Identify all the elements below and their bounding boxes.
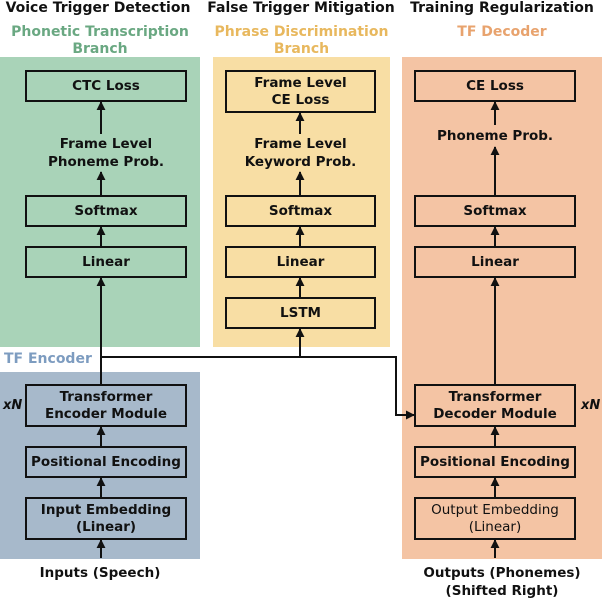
keyword-prob-label: Frame Level Keyword Prob.: [225, 135, 376, 171]
lstm-box: LSTM: [225, 297, 376, 329]
outputs-line1: Outputs (Phonemes): [423, 565, 581, 581]
ce-loss-box: CE Loss: [414, 70, 576, 102]
lstm-text: LSTM: [280, 304, 321, 321]
left-phoneme-prob-label: Frame Level Phoneme Prob.: [25, 135, 187, 171]
phonetic-branch-label: Phonetic Transcription Branch: [0, 24, 200, 58]
arrow-encoder-to-lstm: [101, 328, 305, 358]
encoder-repeat-label: xN: [3, 398, 23, 413]
ctc-loss-text: CTC Loss: [72, 77, 140, 94]
mid-softmax-box: Softmax: [225, 195, 376, 227]
phrase-branch-label-line2: Branch: [273, 41, 330, 57]
encoder-line1: Transformer: [59, 388, 153, 405]
outputs-line2: (Shifted Right): [445, 583, 559, 599]
in-emb-line1: Input Embedding: [40, 501, 172, 518]
left-linear-box: Linear: [25, 246, 187, 278]
frame-ce-loss-box: Frame Level CE Loss: [225, 70, 376, 113]
left-linear-text: Linear: [82, 253, 130, 270]
mid-softmax-text: Softmax: [268, 202, 333, 219]
right-linear-box: Linear: [414, 246, 576, 278]
keyword-prob-line2: Keyword Prob.: [244, 154, 357, 170]
decoder-line2: Decoder Module: [433, 405, 557, 422]
phrase-branch-label: Phrase Discrimination Branch: [200, 24, 403, 58]
right-phoneme-prob-label: Phoneme Prob.: [436, 128, 554, 144]
heading-training-reg: Training Regularization: [410, 0, 594, 16]
decoder-line1: Transformer: [448, 388, 542, 405]
encoder-line2: Encoder Module: [44, 405, 168, 422]
frame-ce-loss-line1: Frame Level: [254, 74, 347, 91]
phonetic-branch-label-line1: Phonetic Transcription: [11, 24, 189, 40]
out-emb-line2: (Linear): [468, 518, 522, 535]
left-softmax-text: Softmax: [74, 202, 138, 219]
keyword-prob-line1: Frame Level: [254, 136, 347, 152]
output-embedding-box: Output Embedding (Linear): [414, 497, 576, 540]
in-emb-line2: (Linear): [75, 518, 137, 535]
left-pos-enc-box: Positional Encoding: [25, 446, 187, 478]
left-prob-line1: Frame Level: [59, 136, 153, 152]
mid-linear-text: Linear: [276, 253, 325, 270]
right-softmax-text: Softmax: [463, 202, 527, 219]
mid-linear-box: Linear: [225, 246, 376, 278]
inputs-label: Inputs (Speech): [39, 565, 161, 581]
right-pos-enc-box: Positional Encoding: [414, 446, 576, 478]
decoder-repeat-label: xN: [581, 398, 601, 413]
left-pos-enc-text: Positional Encoding: [31, 453, 181, 470]
ctc-loss-box: CTC Loss: [25, 70, 187, 102]
tf-decoder-label: TF Decoder: [457, 24, 547, 40]
out-emb-line1: Output Embedding: [431, 501, 559, 518]
right-linear-text: Linear: [471, 253, 519, 270]
phrase-branch-label-line1: Phrase Discrimination: [214, 24, 389, 40]
left-softmax-box: Softmax: [25, 195, 187, 227]
heading-false-trigger: False Trigger Mitigation: [207, 0, 395, 16]
encoder-module-box: Transformer Encoder Module: [25, 384, 187, 427]
outputs-label: Outputs (Phonemes) (Shifted Right): [400, 564, 604, 600]
right-softmax-box: Softmax: [414, 195, 576, 227]
input-embedding-box: Input Embedding (Linear): [25, 497, 187, 540]
phonetic-branch-label-line2: Branch: [72, 41, 128, 57]
arrow-encoder-to-decoder: [300, 356, 415, 420]
heading-voice-trigger: Voice Trigger Detection: [5, 0, 191, 16]
decoder-module-box: Transformer Decoder Module: [414, 384, 576, 427]
left-prob-line2: Phoneme Prob.: [47, 154, 165, 170]
ce-loss-text: CE Loss: [466, 77, 524, 94]
right-pos-enc-text: Positional Encoding: [420, 453, 570, 470]
frame-ce-loss-line2: CE Loss: [271, 91, 330, 108]
tf-encoder-label: TF Encoder: [4, 351, 92, 367]
